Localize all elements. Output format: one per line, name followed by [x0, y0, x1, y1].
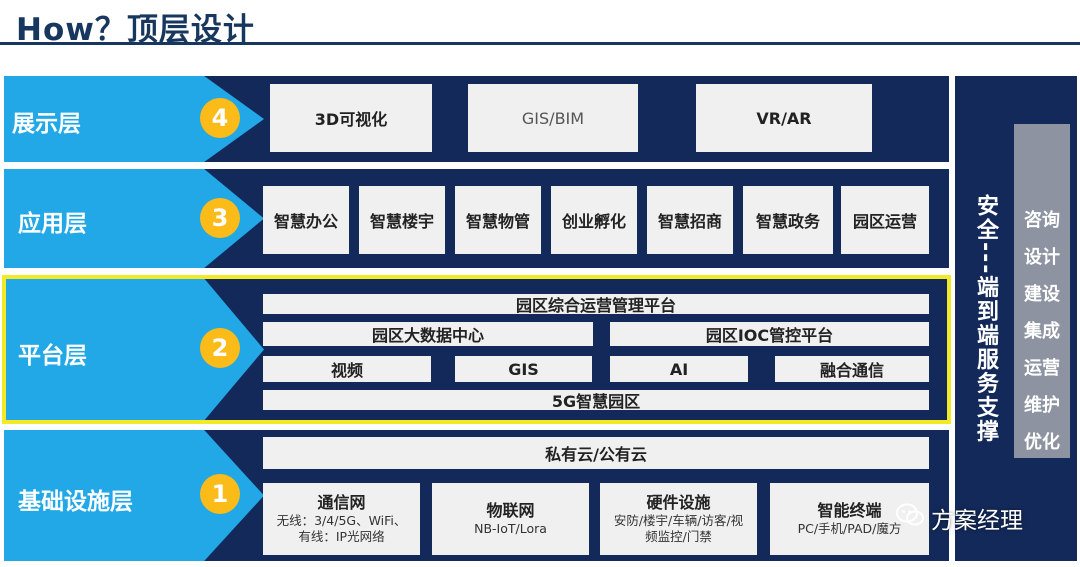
infra-item-detail: 安防/楼宇/车辆/访客/视: [613, 513, 744, 529]
app-item: 智慧招商: [647, 186, 733, 254]
app-item: 园区运营: [841, 186, 929, 254]
infra-item-terminal: 智能终端 PC/手机/PAD/魔方: [770, 483, 929, 555]
infra-item-detail: 无线：3/4/5G、WiFi、: [276, 513, 407, 529]
display-layer-number: 4: [200, 98, 240, 138]
infra-item-title: 智能终端: [817, 501, 882, 521]
infra-item-network: 通信网 无线：3/4/5G、WiFi、 有线：IP光网络: [263, 483, 420, 555]
app-layer-number: 3: [200, 198, 240, 238]
infra-item-detail: NB-IoT/Lora: [474, 521, 547, 537]
watermark: 方案经理: [895, 501, 1023, 535]
infra-item-title: 通信网: [317, 493, 366, 513]
infra-item-title: 物联网: [486, 501, 535, 521]
side-service-item: 集成: [1024, 321, 1060, 342]
app-item: 智慧物管: [455, 186, 541, 254]
infra-item-hardware: 硬件设施 安防/楼宇/车辆/访客/视 频监控/门禁: [600, 483, 757, 555]
infra-layer-number: 1: [200, 474, 240, 514]
platform-5g-park: 5G智慧园区: [263, 390, 929, 411]
side-service-item: 维护: [1024, 395, 1060, 416]
display-item-vr: VR/AR: [696, 84, 872, 152]
app-layer-name: 应用层: [18, 211, 87, 237]
display-layer-name: 展示层: [12, 111, 81, 137]
display-item-gis: GIS/BIM: [468, 84, 638, 152]
infra-item-iot: 物联网 NB-IoT/Lora: [432, 483, 589, 555]
infra-item-detail: PC/手机/PAD/魔方: [797, 521, 902, 537]
platform-big-data-center: 园区大数据中心: [263, 322, 593, 346]
infra-item-detail: 频监控/门禁: [645, 529, 712, 544]
platform-item-comm: 融合通信: [775, 356, 929, 382]
side-service-column: [1014, 124, 1070, 458]
platform-item-gis: GIS: [455, 356, 592, 382]
app-item: 智慧办公: [263, 186, 349, 254]
display-item-3d: 3D可视化: [270, 84, 432, 152]
app-item: 创业孵化: [551, 186, 637, 254]
infra-layer-name: 基础设施层: [18, 489, 133, 515]
side-service-item: 建设: [1024, 284, 1060, 305]
platform-item-video: 视频: [263, 356, 431, 382]
title-divider: [0, 42, 1080, 45]
infra-item-detail: 有线：IP光网络: [298, 529, 385, 544]
watermark-text: 方案经理: [931, 508, 1023, 534]
side-support-title: 安全---端到端服务支撑: [973, 193, 998, 444]
infra-cloud: 私有云/公有云: [263, 437, 929, 469]
app-item: 智慧政务: [743, 186, 833, 254]
side-service-item: 咨询: [1024, 210, 1060, 231]
infra-item-title: 硬件设施: [646, 493, 711, 513]
platform-item-ai: AI: [610, 356, 748, 382]
side-service-item: 优化: [1024, 432, 1060, 453]
platform-ops-management: 园区综合运营管理平台: [263, 294, 929, 315]
side-service-item: 设计: [1024, 247, 1060, 268]
wechat-icon: [895, 502, 925, 534]
platform-layer-name: 平台层: [18, 343, 87, 369]
platform-layer-number: 2: [200, 328, 240, 368]
platform-ioc: 园区IOC管控平台: [610, 322, 929, 346]
side-service-item: 运营: [1024, 358, 1060, 379]
app-item: 智慧楼宇: [359, 186, 445, 254]
